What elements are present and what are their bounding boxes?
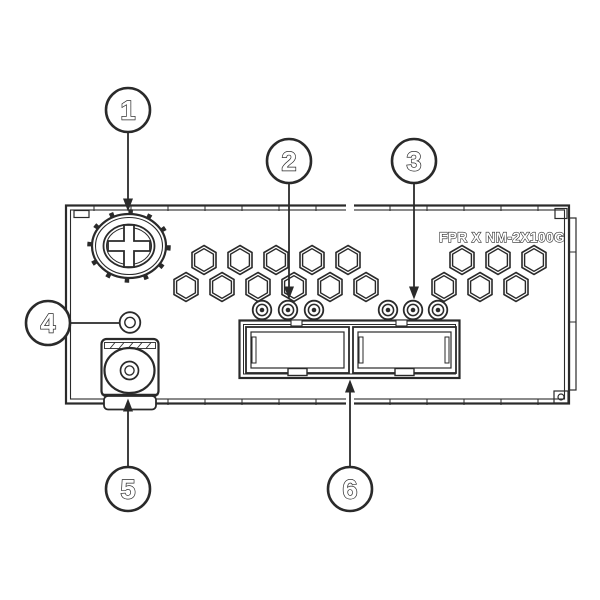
callout-1-arrowhead: [123, 198, 133, 212]
vent-hexagon: [245, 271, 271, 303]
port-cage-top-tab: [290, 319, 303, 327]
vent-hexagon: [317, 271, 343, 303]
callout-6-number: 6: [342, 475, 357, 505]
panel-inner-border: [69, 209, 566, 400]
callout-6: 6: [326, 379, 374, 513]
faceplate-panel: [64, 202, 577, 407]
pull-handle: [100, 337, 160, 411]
callout-3-circle: [390, 137, 438, 185]
vent-hexagon: [353, 271, 379, 303]
port-slot-1: [245, 326, 350, 377]
port-cage-top-tab: [395, 319, 408, 327]
thumbscrew-knurls: [87, 209, 171, 283]
led-indicator: [303, 299, 325, 321]
callout-5-circle: [104, 465, 152, 513]
vent-grid: [173, 244, 547, 303]
vent-hexagon: [227, 244, 253, 276]
callout-4-circle: [24, 299, 72, 347]
led-indicator: [402, 299, 424, 321]
callout-1: 1: [104, 86, 152, 212]
led-indicator: [251, 299, 273, 321]
vent-hexagon: [467, 271, 493, 303]
captive-thumbscrew: [87, 209, 171, 283]
callout-3-number: 3: [406, 147, 421, 177]
callout-4: 4: [24, 299, 119, 347]
vent-hexagon: [449, 244, 475, 276]
callout-2-arrowhead: [284, 286, 294, 300]
port2-status-leds: [377, 299, 449, 321]
vent-hexagon: [431, 271, 457, 303]
callout-1-number: 1: [120, 96, 135, 126]
led-indicator: [427, 299, 449, 321]
callout-5-number: 5: [120, 475, 135, 505]
round-button: [118, 311, 142, 334]
bottom-right-screw-hole: [557, 393, 565, 401]
port1-status-leds: [251, 299, 325, 321]
panel-top-edge-gap: [346, 202, 354, 213]
vent-hexagon: [263, 244, 289, 276]
callout-6-circle: [326, 465, 374, 513]
vent-hexagon: [191, 244, 217, 276]
vent-hexagon: [209, 271, 235, 303]
vent-hexagon: [299, 244, 325, 276]
callout-1-circle: [104, 86, 152, 134]
vent-hexagon: [521, 244, 547, 276]
pull-handle-knob: [103, 346, 156, 395]
vent-hexagon: [335, 244, 361, 276]
callout-5-arrowhead: [123, 398, 133, 412]
right-flange: [568, 217, 577, 391]
callout-3-arrowhead: [409, 286, 419, 300]
port-cage: [238, 319, 461, 380]
callout-2-circle: [265, 137, 313, 185]
vent-hexagon: [173, 271, 199, 303]
port-slot-2: [352, 326, 457, 377]
port-slot-2-side-key: [444, 336, 450, 364]
callout-2: 2: [265, 137, 313, 300]
vent-hexagon: [485, 244, 511, 276]
led-indicator: [377, 299, 399, 321]
callout-2-number: 2: [281, 147, 296, 177]
led-indicator: [277, 299, 299, 321]
callout-3: 3: [390, 137, 438, 300]
thumbscrew-cross-slot: [107, 224, 151, 268]
callout-6-arrowhead: [345, 379, 355, 393]
bottom-right-corner-tab: [553, 390, 569, 404]
top-left-corner-notch: [73, 209, 90, 219]
vent-hexagon: [503, 271, 529, 303]
top-right-corner-tab: [554, 207, 568, 220]
panel-bottom-edge-ticks: [167, 398, 539, 405]
callout-5: 5: [104, 398, 152, 513]
callout-4-number: 4: [40, 309, 55, 339]
module-label: FPR X NM-2X100G: [439, 229, 565, 245]
pull-handle-hatching: [109, 342, 152, 349]
